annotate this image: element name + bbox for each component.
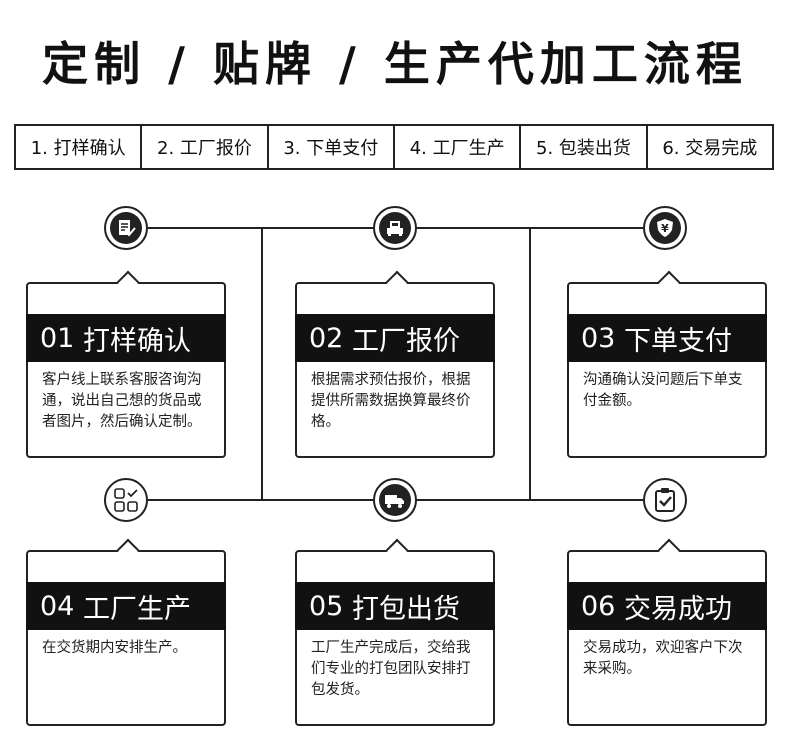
page-title: 定制 / 贴牌 / 生产代加工流程 [42,37,748,91]
tab-step-4[interactable]: 4. 工厂生产 [395,126,522,168]
step-number: 02 [309,322,344,354]
step-heading: 04 工厂生产 [26,582,226,630]
yen-shield-icon: ¥ [643,206,687,250]
step-description: 在交货期内安排生产。 [42,640,187,656]
clipboard-check-icon [643,478,687,522]
step-name: 打包出货 [351,593,460,625]
step-card-5: 05 打包出货 工厂生产完成后，交给我们专业的打包团队安排打包发货。 [295,538,495,726]
step-name: 工厂报价 [351,325,460,357]
step-heading: 05 打包出货 [295,582,495,630]
process-tab-bar: 1. 打样确认 2. 工厂报价 3. 下单支付 4. 工厂生产 5. 包装出货 … [14,124,774,170]
step-heading: 06 交易成功 [567,582,767,630]
step-number: 01 [40,322,75,354]
step-description: 根据需求预估报价，根据提供所需数据换算最终价格。 [311,372,471,430]
svg-text:¥: ¥ [661,222,669,235]
step-description: 客户线上联系客服咨询沟通，说出自己想的货品或者图片，然后确认定制。 [42,372,202,430]
step-number: 04 [40,590,75,622]
step-description: 交易成功，欢迎客户下次来采购。 [583,640,743,677]
step-card-1: 01 打样确认 客户线上联系客服咨询沟通，说出自己想的货品或者图片，然后确认定制… [26,270,226,458]
tab-step-2[interactable]: 2. 工厂报价 [142,126,269,168]
step-number: 06 [581,590,616,622]
step-heading: 01 打样确认 [26,314,226,362]
step-heading: 03 下单支付 [567,314,767,362]
truck-icon [373,478,417,522]
tab-step-3[interactable]: 3. 下单支付 [269,126,395,168]
step-name: 工厂生产 [82,593,191,625]
tab-step-6[interactable]: 6. 交易完成 [662,138,758,159]
step-card-6: 06 交易成功 交易成功，欢迎客户下次来采购。 [567,538,767,726]
step-name: 下单支付 [623,325,732,357]
document-edit-icon [104,206,148,250]
machine-icon [373,206,417,250]
step-name: 交易成功 [623,593,732,625]
step-card-3: 03 下单支付 沟通确认没问题后下单支付金额。 [567,270,767,458]
step-heading: 02 工厂报价 [295,314,495,362]
step-number: 03 [581,322,616,354]
step-name: 打样确认 [82,325,191,357]
tab-step-5[interactable]: 5. 包装出货 [521,126,648,168]
step-description: 沟通确认没问题后下单支付金额。 [583,372,743,409]
grid-check-icon [104,478,148,522]
step-description: 工厂生产完成后，交给我们专业的打包团队安排打包发货。 [311,640,471,698]
step-number: 05 [309,590,344,622]
step-card-2: 02 工厂报价 根据需求预估报价，根据提供所需数据换算最终价格。 [295,270,495,458]
step-card-4: 04 工厂生产 在交货期内安排生产。 [26,538,226,726]
tab-step-1[interactable]: 1. 打样确认 [16,126,143,168]
